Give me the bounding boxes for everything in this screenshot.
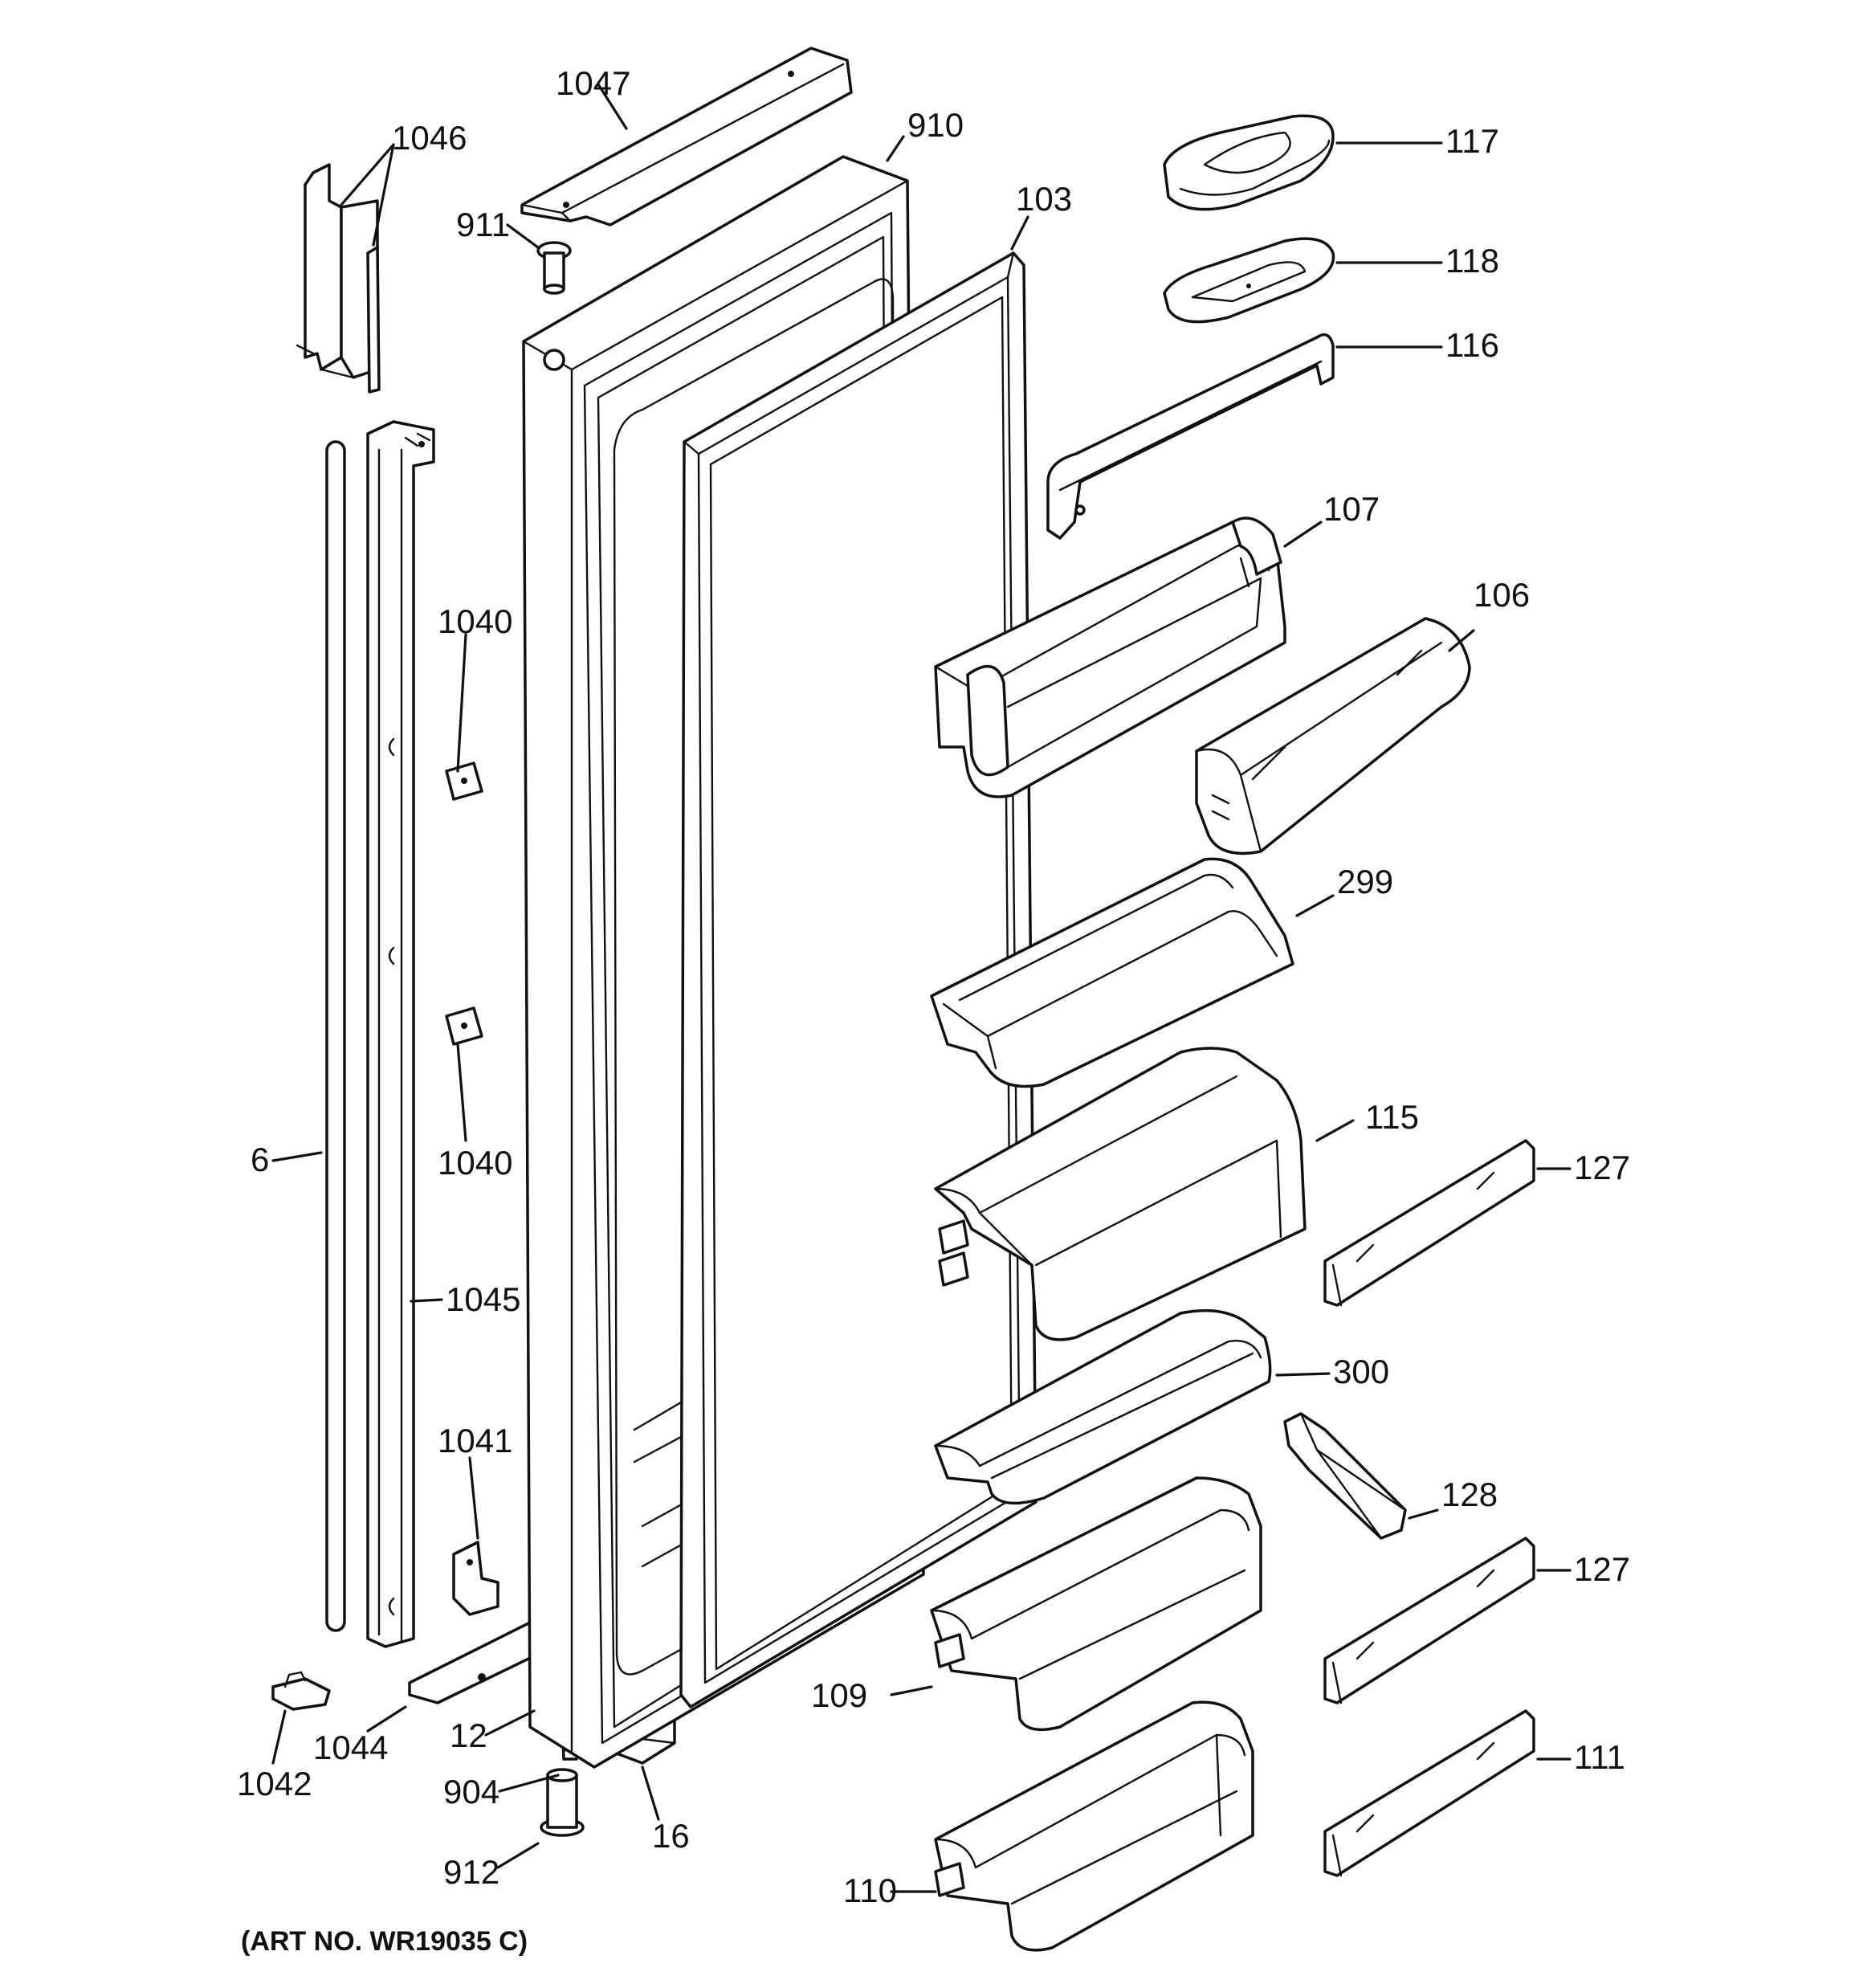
callout-117: 117	[1445, 122, 1499, 160]
callout-1047: 1047	[556, 64, 630, 102]
callout-127-lower: 127	[1574, 1550, 1630, 1588]
callout-1041: 1041	[438, 1422, 512, 1459]
callout-109: 109	[811, 1676, 867, 1714]
part-110-bin	[934, 1700, 1254, 1952]
part-127-bin-front-upper	[1323, 1139, 1535, 1307]
callout-1042: 1042	[237, 1765, 312, 1802]
callout-904: 904	[443, 1773, 499, 1810]
callout-6: 6	[251, 1141, 269, 1178]
callout-110: 110	[843, 1872, 897, 1909]
part-107-bin	[934, 516, 1286, 798]
callout-1040-lower: 1040	[438, 1144, 512, 1182]
callout-1045: 1045	[446, 1280, 520, 1318]
part-103-gasket	[679, 251, 1037, 1708]
part-912-bushing	[540, 1768, 585, 1837]
part-911-bushing	[536, 241, 572, 295]
callout-1046: 1046	[392, 119, 467, 157]
part-1045-channel	[366, 420, 435, 1648]
callout-106: 106	[1474, 576, 1530, 614]
part-1041-bracket	[452, 1541, 499, 1616]
callout-107: 107	[1323, 490, 1380, 528]
part-300-bin	[934, 1308, 1272, 1505]
part-1042-clip	[271, 1671, 331, 1711]
part-1046-brackets	[296, 163, 381, 394]
callout-1040-upper: 1040	[438, 602, 512, 640]
part-1047-top-cap	[520, 47, 853, 227]
callout-12: 12	[450, 1717, 487, 1754]
callout-127-upper: 127	[1574, 1149, 1630, 1186]
part-106-cover	[1195, 617, 1471, 855]
callout-911: 911	[456, 206, 510, 243]
callout-116: 116	[1445, 326, 1499, 364]
callout-labels: 1047 1046 910 911 103 117 118 116 107 10…	[237, 64, 1630, 1909]
part-299-rail-bin	[930, 857, 1294, 1088]
part-127-bin-front-lower	[1323, 1537, 1535, 1704]
part-1040-clip-upper	[445, 761, 483, 801]
callout-115: 115	[1365, 1098, 1419, 1136]
callout-128: 128	[1441, 1476, 1498, 1513]
callout-1044: 1044	[313, 1729, 388, 1766]
part-128-clip	[1283, 1412, 1407, 1540]
callout-118: 118	[1445, 242, 1499, 280]
part-117-cover	[1163, 114, 1335, 211]
part-116-rail	[1046, 333, 1335, 540]
callout-111: 111	[1574, 1738, 1625, 1776]
part-118-tray	[1163, 237, 1335, 324]
art-number: (ART NO. WR19035 C)	[241, 1926, 528, 1957]
callout-300: 300	[1333, 1353, 1389, 1390]
callout-910: 910	[907, 106, 964, 144]
part-115-bin	[934, 1047, 1307, 1341]
part-1040-clip-lower	[445, 1006, 483, 1046]
part-109-bin	[930, 1476, 1262, 1732]
callout-103: 103	[1016, 180, 1072, 218]
callout-912: 912	[443, 1853, 499, 1891]
part-111-bin-front	[1323, 1709, 1535, 1877]
callout-299: 299	[1337, 863, 1393, 900]
part-6-rod	[325, 440, 346, 1632]
callout-16: 16	[652, 1817, 690, 1855]
leader-lines	[271, 83, 1572, 1893]
